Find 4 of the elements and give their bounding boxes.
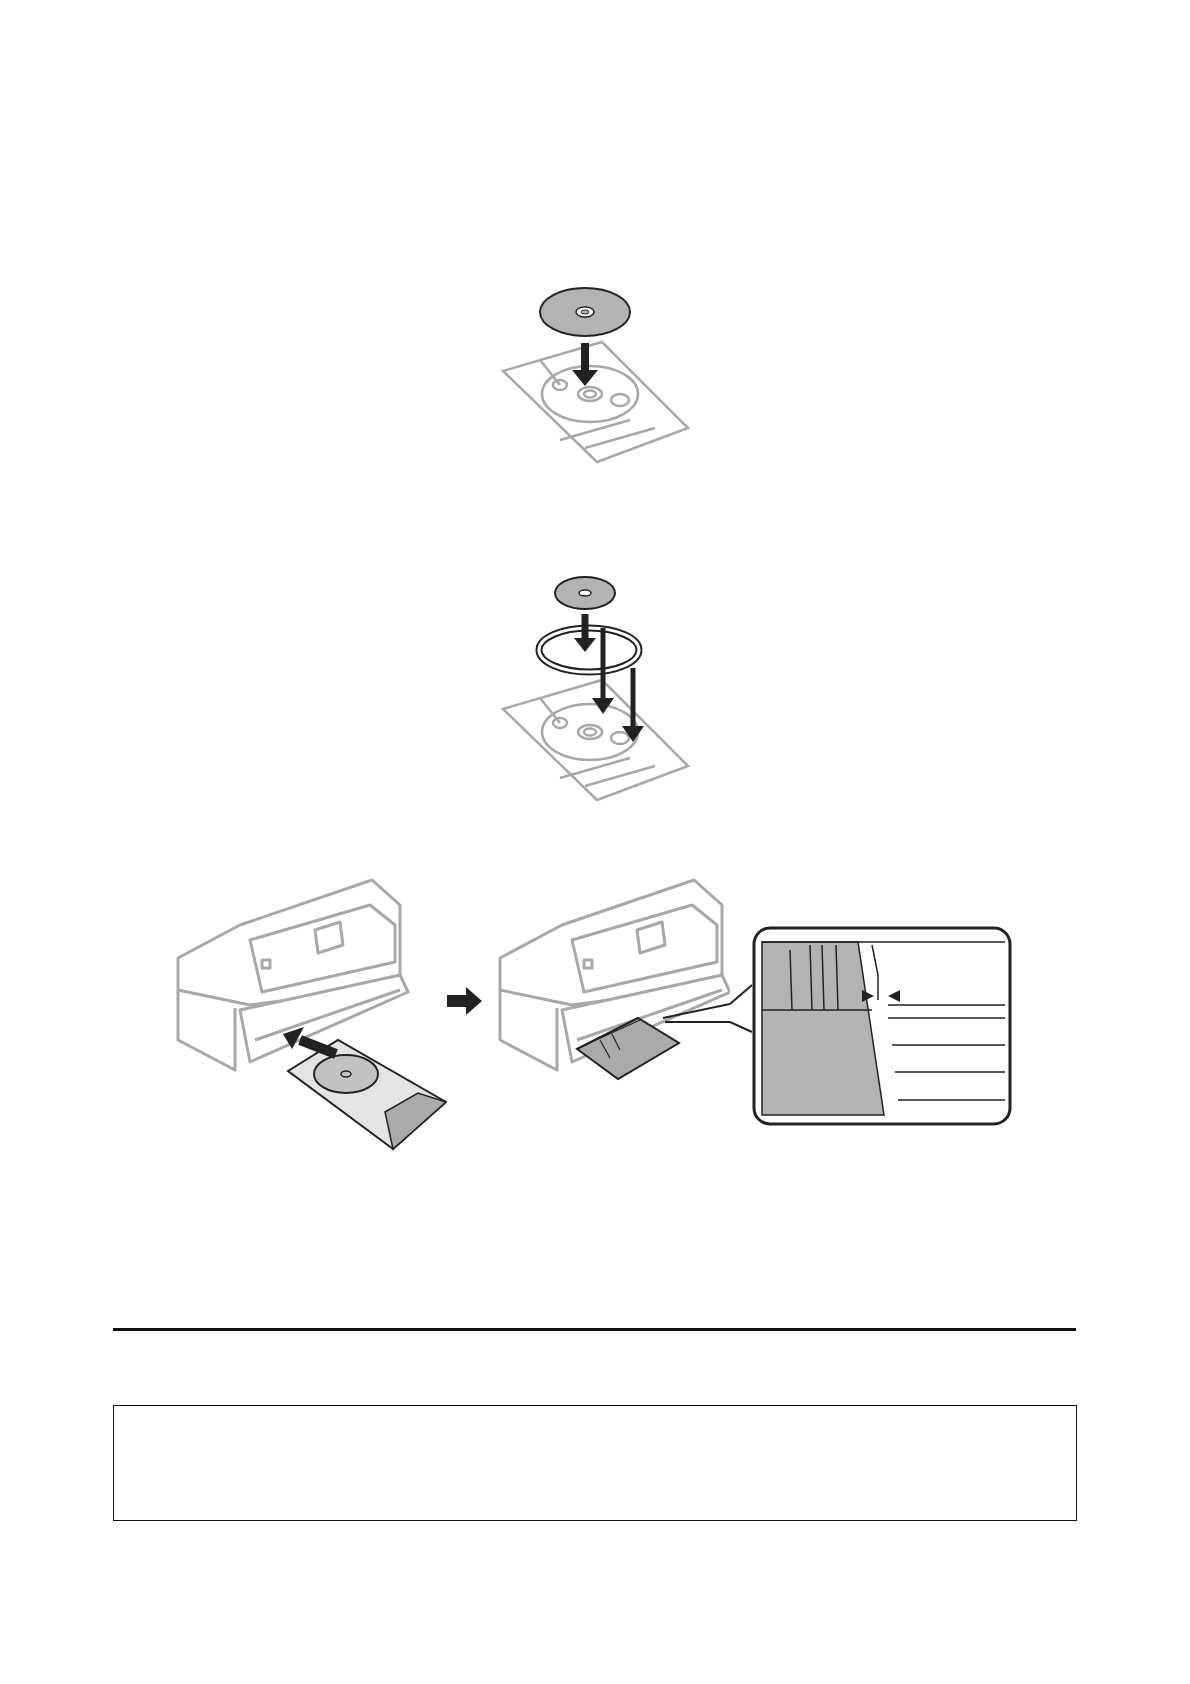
arrow bbox=[447, 987, 482, 1015]
callout-line bbox=[729, 984, 753, 1033]
picture bbox=[752, 926, 1012, 1126]
note-box bbox=[113, 1405, 1077, 1521]
